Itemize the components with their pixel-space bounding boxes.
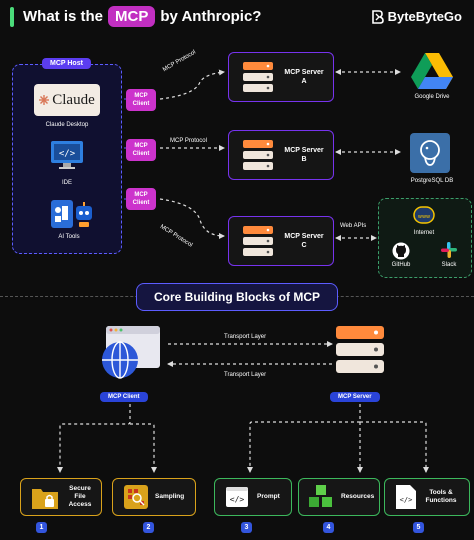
code-file-icon: </> [396, 485, 416, 509]
transport-layer-top: Transport Layer [224, 334, 267, 340]
cubes-icon [309, 485, 332, 507]
claude-desktop-label: Claude Desktop [45, 122, 89, 128]
block-number-5: 5 [413, 522, 424, 533]
mcp-server-a: MCP Server A [228, 52, 334, 102]
internet-label: Internet [413, 230, 435, 236]
google-drive-label: Google Drive [414, 94, 450, 100]
title-accent-bar [10, 6, 14, 27]
brand-logo: ByteByteGo [371, 9, 462, 24]
web-apis-label: Web APIs [340, 223, 367, 229]
core-mcp-server-label: MCP Server [330, 392, 380, 402]
folder-lock-icon [32, 489, 58, 509]
client-window-icon [98, 324, 162, 389]
internet-icon: www [413, 206, 435, 229]
svg-text:www: www [418, 214, 430, 220]
block-number-2: 2 [143, 522, 154, 533]
postgresql-icon [410, 133, 450, 173]
mcp-client-2: MCP Client [126, 139, 156, 161]
block-label-resources: Resources [341, 493, 375, 500]
core-building-blocks-title: Core Building Blocks of MCP [136, 283, 338, 311]
google-drive-icon [410, 52, 454, 95]
server-b-label: MCP Server B [284, 147, 324, 163]
claude-logo-text: Claude [52, 91, 95, 108]
block-number-4: 4 [323, 522, 334, 533]
server-a-label: MCP Server A [284, 69, 324, 85]
block-prompt: </> Prompt [214, 478, 292, 516]
core-server-stack-icon [334, 324, 386, 381]
block-resources: Resources [298, 478, 380, 516]
server-stack-icon [243, 226, 273, 256]
block-number-3: 3 [241, 522, 252, 533]
block-label-prompt: Prompt [257, 493, 280, 500]
block-number-1: 1 [36, 522, 47, 533]
bytebytego-icon [371, 9, 384, 24]
postgresql-label: PostgreSQL DB [410, 178, 454, 184]
server-stack-icon [243, 62, 273, 92]
server-c-label: MCP Server C [284, 233, 324, 249]
block-tools-functions: </> Tools & Functions [384, 478, 470, 516]
claude-spark-icon [39, 95, 50, 105]
title-suffix: by Anthropic? [160, 8, 262, 25]
transport-layer-bottom: Transport Layer [224, 372, 267, 378]
mcp-client-1: MCP Client [126, 89, 156, 111]
slack-label: Slack [441, 262, 457, 268]
block-label-tools-functions: Tools & Functions [425, 489, 457, 504]
claude-logo: Claude [34, 84, 100, 116]
slack-icon [440, 241, 458, 264]
mcp-client-3: MCP Client [126, 188, 156, 210]
mcp-server-b: MCP Server B [228, 130, 334, 180]
page-title: What is the MCP by Anthropic? [10, 6, 261, 27]
github-label: GitHub [391, 262, 411, 268]
svg-text:</>: </> [59, 149, 76, 159]
block-secure-file-access: Secure File Access [20, 478, 102, 516]
ide-icon: </> [50, 140, 84, 175]
title-prefix: What is the [23, 8, 104, 25]
brand-name: ByteByteGo [387, 9, 462, 24]
code-window-icon: </> [226, 487, 248, 507]
core-connectors [57, 341, 429, 473]
block-label-secure-file-access: Secure File Access [68, 485, 92, 508]
svg-text:</>: </> [230, 495, 245, 504]
sampling-icon [124, 485, 148, 509]
ide-label: IDE [61, 180, 72, 186]
server-stack-icon [243, 140, 273, 170]
github-icon [392, 242, 410, 265]
title-mcp-badge: MCP [108, 6, 156, 27]
mcp-host-label: MCP Host [42, 58, 91, 69]
svg-text:</>: </> [400, 496, 413, 504]
mcp-server-c: MCP Server C [228, 216, 334, 266]
ai-tools-icon [50, 198, 96, 235]
block-label-sampling: Sampling [155, 493, 185, 500]
protocol-label-b: MCP Protocol [170, 138, 207, 144]
core-mcp-client-label: MCP Client [100, 392, 148, 402]
ai-tools-label: AI Tools [58, 234, 80, 240]
block-sampling: Sampling [112, 478, 196, 516]
